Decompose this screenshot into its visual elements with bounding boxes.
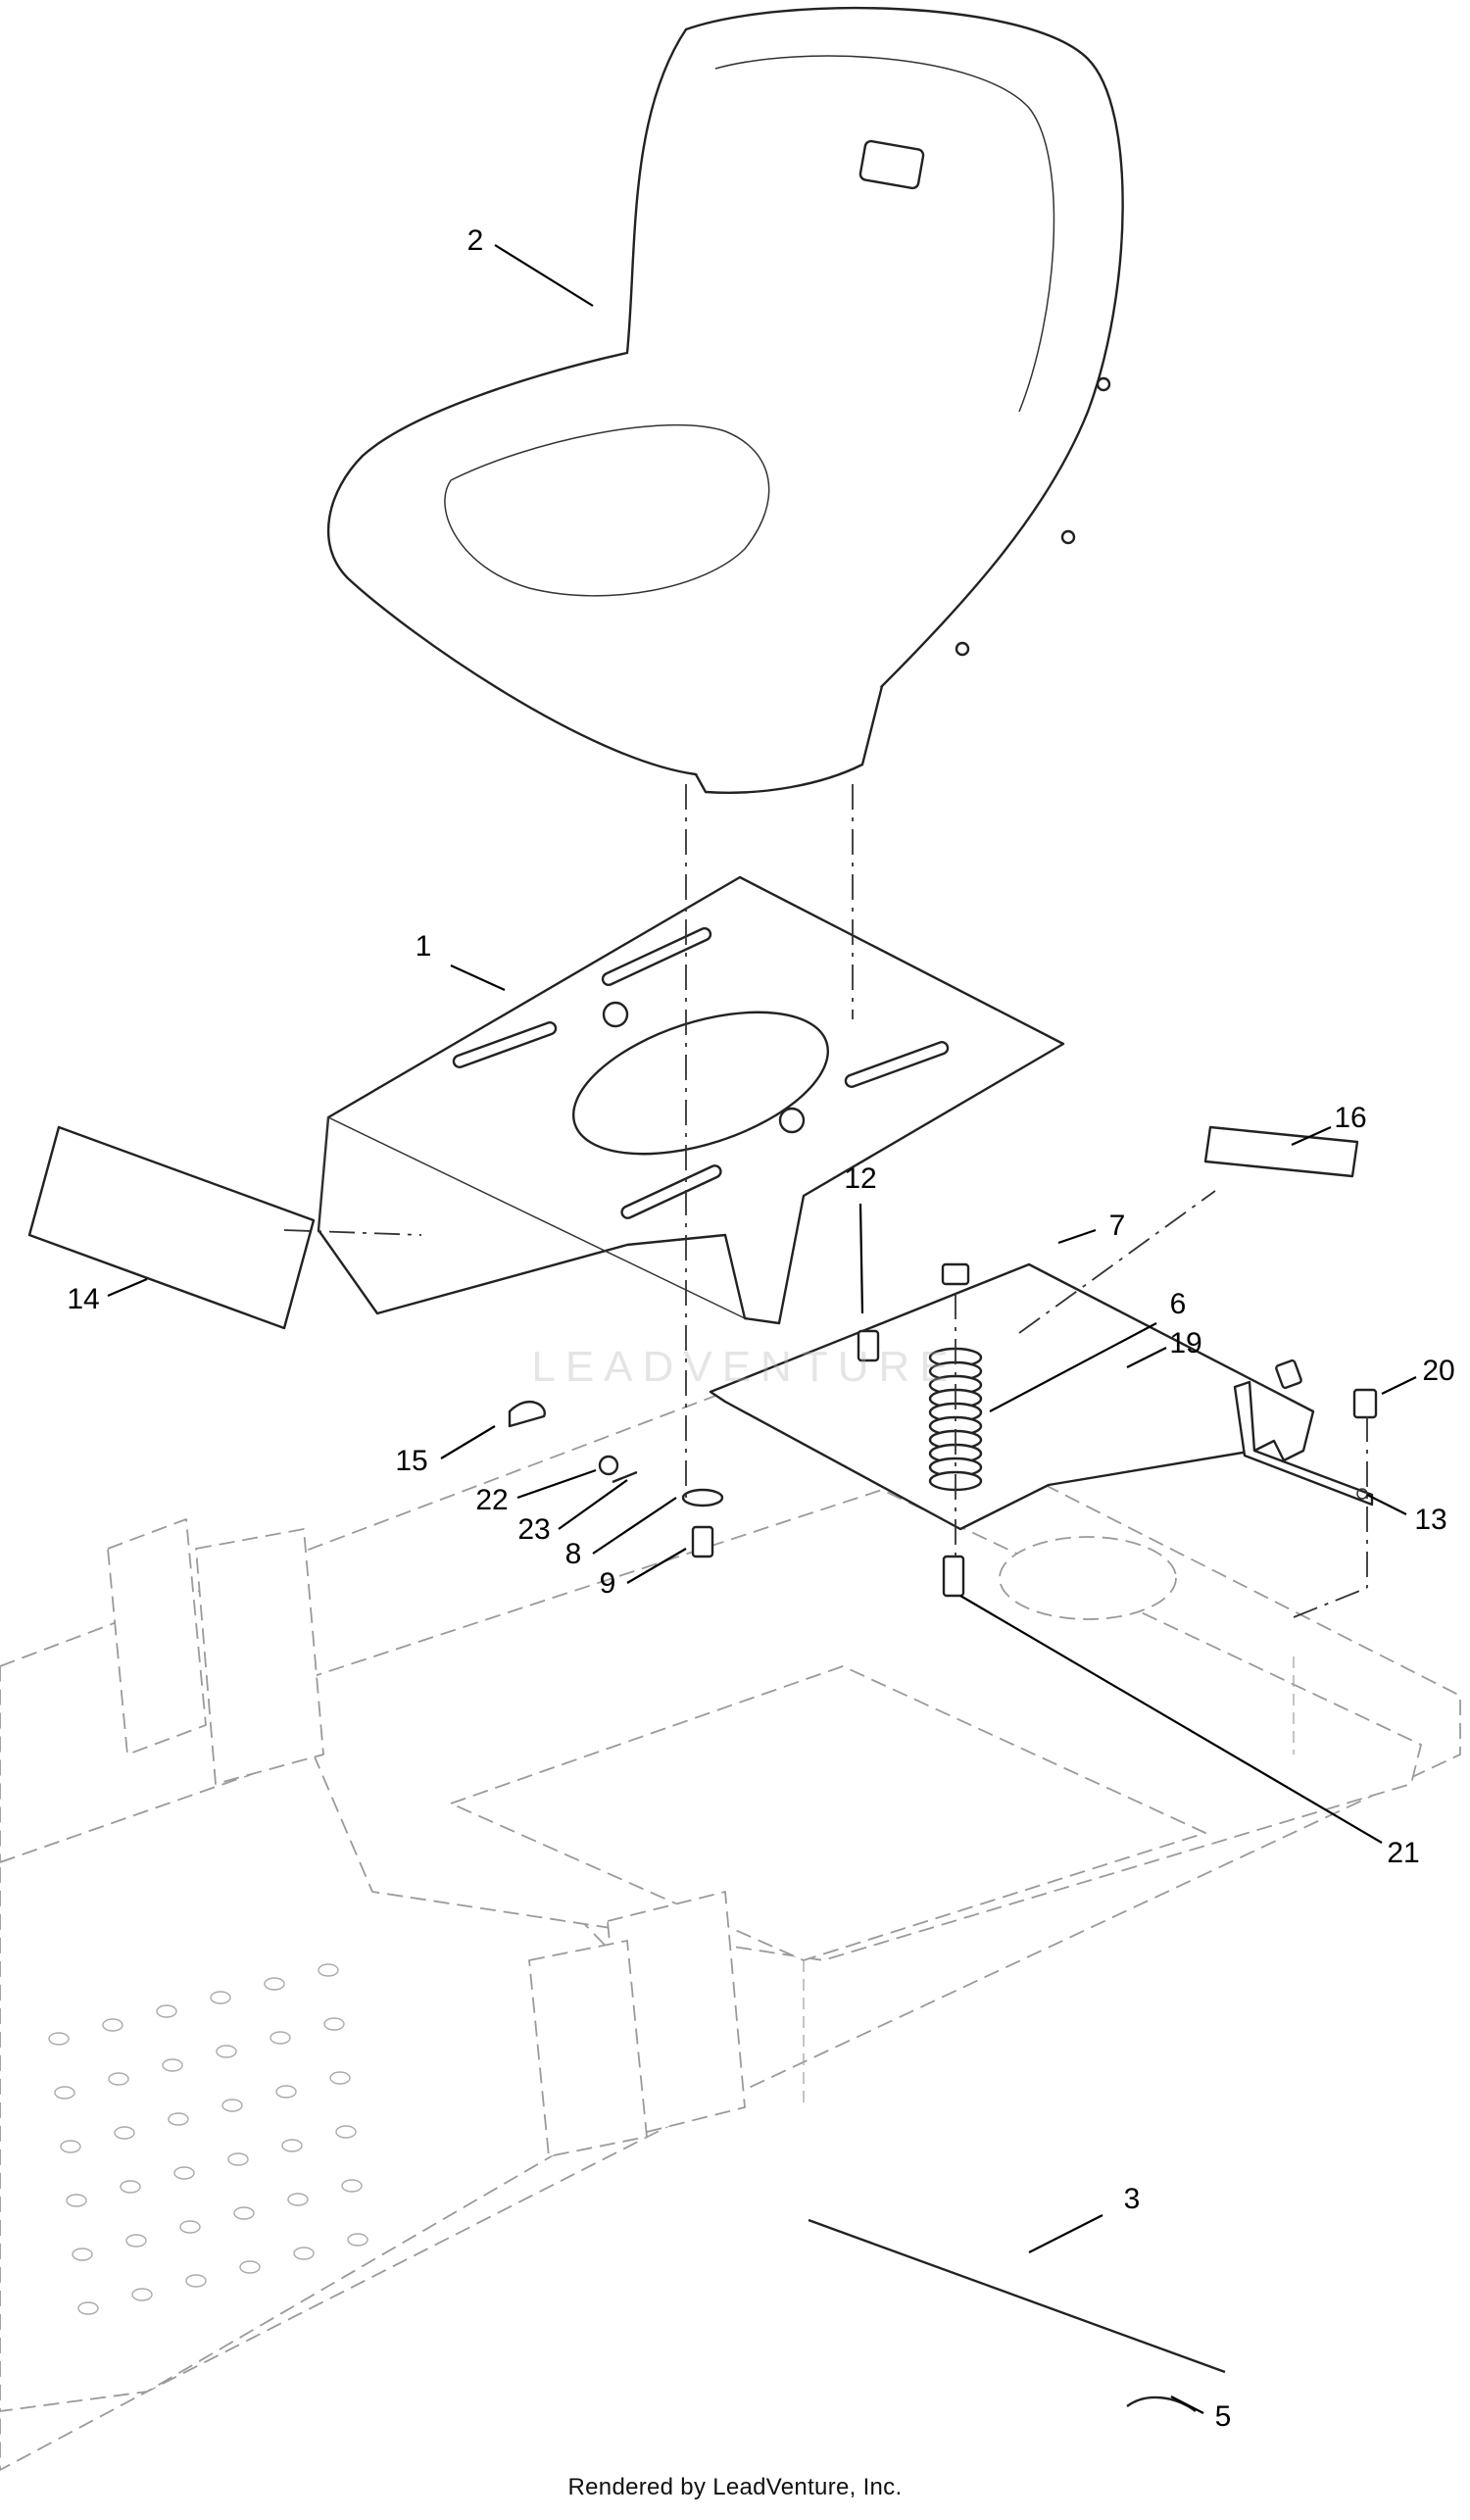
footrest-hole	[173, 2166, 195, 2180]
footrest-hole	[287, 2193, 309, 2206]
leader-line-14	[107, 1277, 148, 1298]
footrest-hole	[102, 2018, 123, 2032]
seat-mount-bracket-part	[709, 1262, 1374, 1531]
callout-label-7: 7	[1109, 1210, 1126, 1242]
callout-label-21: 21	[1387, 1837, 1419, 1869]
footrest-hole	[120, 2180, 141, 2194]
leader-line-7	[1057, 1228, 1097, 1245]
rendered-by-footer: Rendered by LeadVenture, Inc.	[567, 2474, 903, 2500]
footrest-hole	[54, 2086, 75, 2100]
watermark-text: LEADVENTURE	[531, 1343, 958, 1391]
callout-label-1: 1	[416, 930, 432, 963]
callout-label-19: 19	[1169, 1327, 1201, 1359]
leader-line-5	[1170, 2396, 1204, 2414]
leader-line-2	[494, 244, 594, 307]
callout-label-6: 6	[1170, 1288, 1187, 1320]
callout-label-9: 9	[600, 1567, 616, 1600]
footrest-hole	[264, 1977, 285, 1991]
footrest-hole	[72, 2248, 93, 2261]
callout-label-3: 3	[1124, 2183, 1141, 2215]
footrest-hole	[162, 2058, 183, 2072]
footrest-hole	[66, 2194, 87, 2207]
footrest-hole	[60, 2140, 81, 2153]
footrest-hole	[179, 2220, 201, 2234]
footrest-hole	[275, 2085, 297, 2099]
leader-line-12	[858, 1203, 864, 1314]
footrest-holes	[48, 1963, 368, 2315]
callout-label-20: 20	[1422, 1355, 1454, 1387]
leader-line-3	[1028, 2214, 1103, 2253]
footrest-hole	[227, 2152, 249, 2166]
callout-label-22: 22	[475, 1484, 508, 1516]
footrest-hole	[156, 2004, 177, 2018]
leader-line-8	[592, 1497, 677, 1555]
leader-line-20	[1381, 1376, 1417, 1395]
leader-line-19	[1126, 1347, 1167, 1368]
footrest-hole	[77, 2301, 99, 2315]
decal-16-part	[1203, 1125, 1359, 1178]
callout-label-23: 23	[517, 1513, 550, 1546]
footrest-hole	[185, 2274, 207, 2288]
leader-line-1	[450, 964, 506, 992]
leader-line-13	[1366, 1494, 1407, 1515]
decal-14-part	[27, 1125, 316, 1330]
leader-line-15	[440, 1425, 496, 1459]
callout-label-15: 15	[395, 1445, 427, 1477]
callout-label-16: 16	[1334, 1102, 1366, 1134]
hardware-parts	[508, 1262, 1378, 2412]
leader-line-9	[626, 1548, 687, 1584]
callout-label-8: 8	[565, 1538, 582, 1570]
callout-label-5: 5	[1215, 2400, 1232, 2433]
footrest-hole	[281, 2139, 303, 2152]
footrest-hole	[221, 2099, 243, 2112]
seat-part	[326, 7, 1124, 794]
seat-plate-part	[317, 875, 1065, 1325]
footrest-hole	[108, 2072, 129, 2086]
leader-line-22	[516, 1468, 597, 1500]
callout-label-14: 14	[67, 1283, 99, 1315]
chassis-frame	[0, 1361, 1461, 2471]
footrest-hole	[323, 2017, 345, 2031]
leader-line-16	[1291, 1125, 1332, 1147]
callout-label-2: 2	[467, 224, 484, 257]
footrest-hole	[347, 2233, 368, 2247]
footrest-hole	[168, 2112, 189, 2126]
leader-line-6	[989, 1322, 1157, 1412]
footrest-hole	[239, 2260, 261, 2274]
footrest-hole	[318, 1963, 339, 1977]
footrest-hole	[335, 2125, 357, 2139]
footrest-hole	[341, 2179, 363, 2193]
leader-line-23	[558, 1479, 628, 1530]
callout-label-12: 12	[844, 1162, 876, 1195]
footrest-hole	[125, 2234, 147, 2248]
callout-label-13: 13	[1414, 1504, 1446, 1536]
footrest-hole	[114, 2126, 135, 2140]
spring-part	[928, 1347, 983, 1492]
footrest-hole	[329, 2071, 351, 2085]
footrest-hole	[48, 2032, 70, 2046]
footrest-hole	[233, 2206, 255, 2220]
footrest-hole	[131, 2288, 153, 2301]
footrest-hole	[210, 1991, 231, 2004]
footrest-hole	[293, 2247, 315, 2260]
assembly-lines	[283, 784, 1368, 1618]
footrest-hole	[270, 2031, 291, 2045]
footrest-hole	[216, 2045, 237, 2058]
leader-line-21	[959, 1595, 1383, 1844]
